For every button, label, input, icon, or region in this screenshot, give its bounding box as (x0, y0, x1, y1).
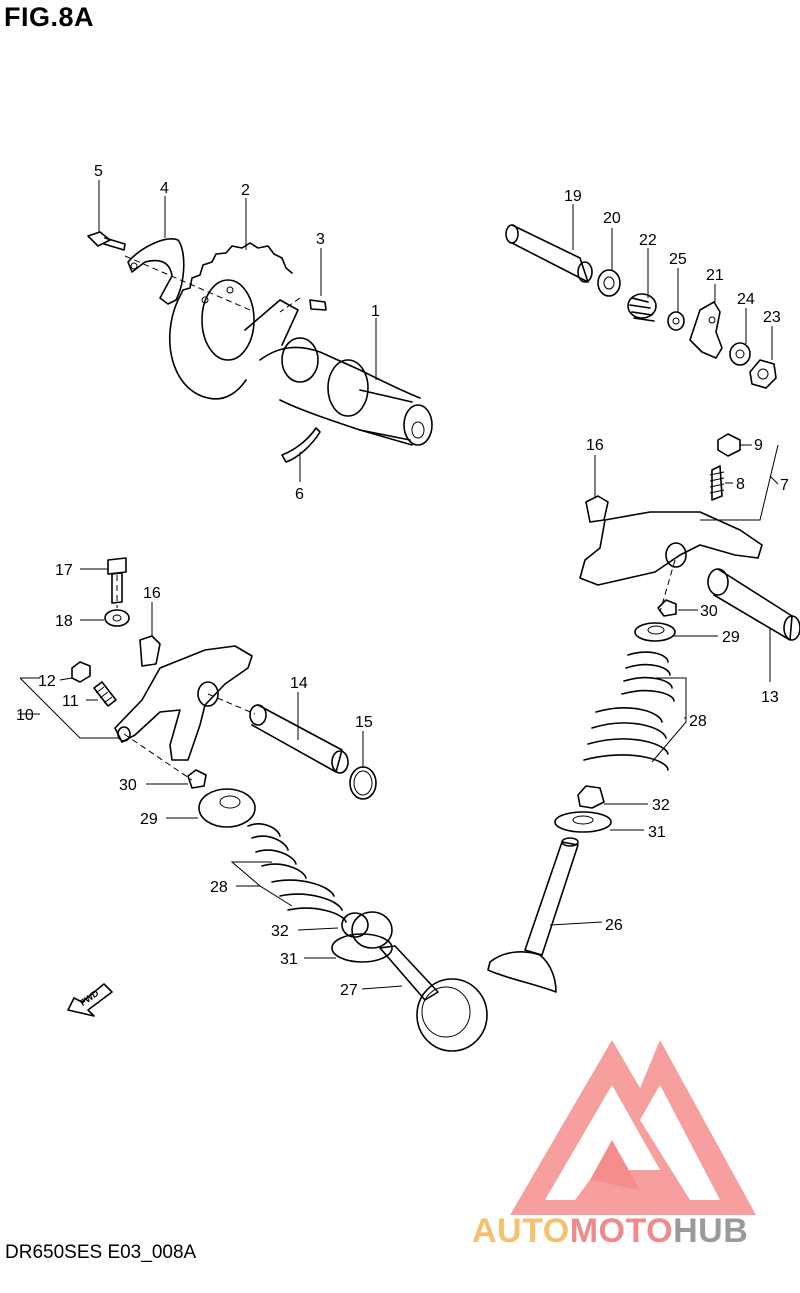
rocker-arm-left (114, 645, 253, 761)
callout-28-left: 28 (210, 879, 228, 896)
seal-32-left (341, 911, 393, 949)
callout-26: 26 (605, 917, 623, 934)
nut-23 (749, 359, 777, 389)
guide-line (124, 255, 251, 311)
callout-16-left: 16 (143, 585, 161, 602)
callout-14: 14 (290, 675, 308, 692)
callout-29-left: 29 (140, 811, 158, 828)
rocker-shaft-14 (249, 704, 349, 774)
spring-22 (627, 293, 657, 322)
sprocket-bolt (87, 231, 126, 251)
rocker-shaft-19 (505, 224, 593, 283)
callout-30-right: 30 (700, 603, 718, 620)
callout-9: 9 (754, 437, 763, 454)
spring-clip-16-right (585, 495, 609, 523)
lever-21 (689, 301, 723, 359)
callout-28-right: 28 (689, 713, 707, 730)
callout-11: 11 (62, 693, 79, 710)
callout-23: 23 (763, 309, 781, 326)
callout-17: 17 (55, 562, 73, 579)
camshaft (244, 299, 433, 446)
guide-line (207, 693, 256, 715)
figure-code: DR650SES E03_008A (5, 1242, 197, 1263)
guide-line (659, 559, 676, 613)
watermark-text: AUTOMOTOHUB (472, 1212, 748, 1250)
callout-30-left: 30 (119, 777, 137, 794)
callout-25: 25 (669, 251, 687, 268)
callout-22: 22 (639, 232, 657, 249)
callout-4: 4 (160, 180, 169, 197)
cam-bracket (127, 238, 185, 305)
retainer-29-left (198, 788, 256, 828)
rocker-shaft-13 (707, 568, 800, 641)
cam-sprocket (168, 242, 293, 400)
callout-12: 12 (38, 673, 56, 690)
callout-labels: 5 4 2 3 1 6 19 20 22 25 21 24 23 16 9 8 … (16, 163, 789, 999)
callout-6: 6 (295, 486, 304, 503)
rocker-arm-right (579, 511, 763, 586)
leader-lines (18, 180, 779, 990)
callout-5: 5 (94, 163, 103, 180)
valve-26 (487, 837, 579, 993)
valve-spring-28-right (583, 651, 675, 771)
callout-3: 3 (316, 231, 325, 248)
o-ring-15 (349, 766, 377, 800)
callout-8: 8 (736, 476, 745, 493)
valve-spring-28-left (247, 823, 347, 923)
washer-24 (729, 342, 751, 366)
guide-line (123, 733, 193, 781)
washer-20 (597, 269, 621, 297)
watermark-hub: HUB (673, 1212, 748, 1250)
forward-arrow-icon: FWD (67, 983, 113, 1017)
washer-25 (667, 311, 685, 331)
callout-7: 7 (780, 477, 789, 494)
figure-title: FIG.8A (4, 2, 95, 32)
callout-15: 15 (355, 714, 373, 731)
adjuster-screw-8 (709, 465, 725, 501)
callout-2: 2 (241, 182, 250, 199)
spring-seat-31-right (554, 811, 612, 833)
callout-21: 21 (706, 267, 724, 284)
watermark-auto: AUTO (472, 1212, 570, 1250)
adjuster-nut-9 (717, 433, 741, 457)
guide-line (279, 297, 301, 313)
adjuster-screw-11 (93, 681, 117, 707)
callout-20: 20 (603, 210, 621, 227)
callout-13: 13 (761, 689, 779, 706)
callout-10: 10 (16, 707, 34, 724)
retainer-29-right (634, 622, 676, 642)
spring-clip-16-left (139, 635, 161, 667)
cotter-30-left (187, 769, 207, 789)
cotter-30-right (657, 599, 677, 617)
spring-seat-31-left (331, 933, 393, 963)
adjuster-nut-12 (71, 661, 91, 683)
seal-32-right (577, 785, 605, 809)
automotohub-logo (510, 1040, 756, 1215)
washer-18 (104, 609, 130, 627)
callout-18: 18 (55, 613, 73, 630)
circlip (281, 427, 321, 463)
callout-27: 27 (340, 982, 358, 999)
callout-1: 1 (371, 303, 380, 320)
watermark-moto: MOTO (570, 1212, 673, 1250)
callout-32-right: 32 (652, 797, 670, 814)
fwd-label: FWD (78, 988, 101, 1008)
callout-31-left: 31 (280, 951, 298, 968)
callout-19: 19 (564, 188, 582, 205)
callout-31-right: 31 (648, 824, 666, 841)
valve-27 (379, 945, 488, 1052)
callout-29-right: 29 (722, 629, 740, 646)
callout-24: 24 (737, 291, 755, 308)
callout-32-left: 32 (271, 923, 289, 940)
dowel-pin (309, 299, 327, 311)
callout-16-right: 16 (586, 437, 604, 454)
